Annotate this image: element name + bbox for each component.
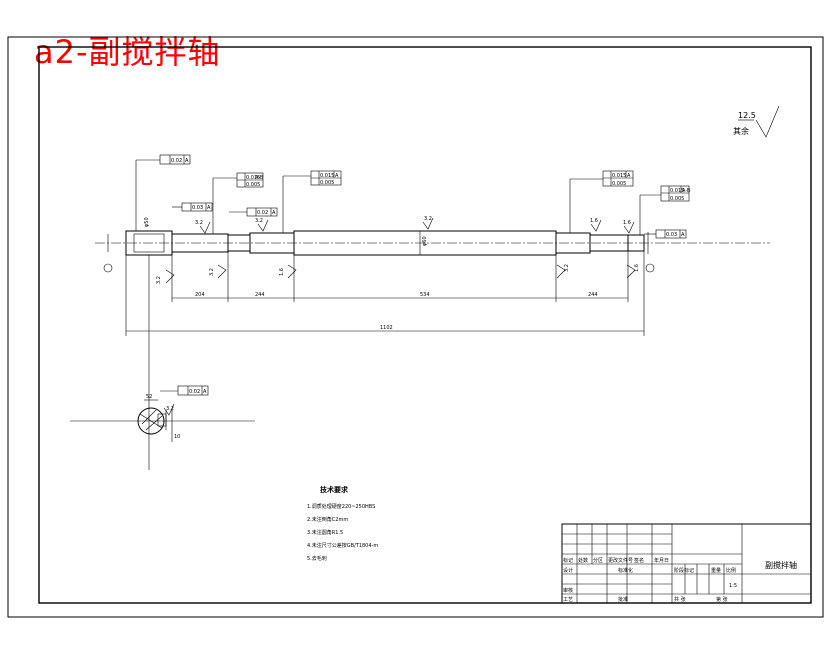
svg-text:标准化: 标准化 — [618, 567, 633, 574]
keyway — [133, 233, 165, 253]
tol-frame-bearing-left: 0.015 A-B 0.005 — [236, 172, 264, 188]
title-block: 标记 处数 分区 更改文件号 签名 年月日 设计 标准化 阶段标记 重量 比例 … — [561, 523, 812, 604]
shaft-roughness-marks: 3.2 3.2 3.2 1.6 1.6 3.2 1.6 3.2 3.2 1.6 — [156, 216, 640, 284]
shaft-body — [125, 230, 645, 256]
svg-text:0.015: 0.015 — [612, 173, 626, 179]
general-roughness: 12.5 其余 — [733, 105, 780, 138]
tol-frame-mid-round: 0.015 A 0.005 — [310, 170, 342, 186]
svg-text:批准: 批准 — [618, 596, 628, 603]
scale-value: 1:5 — [729, 583, 737, 589]
dim-244-left: 244 — [255, 292, 265, 298]
extension-lines — [125, 251, 645, 336]
svg-text:1.6: 1.6 — [623, 220, 631, 226]
svg-text:A: A — [272, 210, 276, 216]
svg-text:A: A — [335, 173, 339, 179]
dimension-lines: 204 244 534 244 1102 — [126, 292, 644, 332]
svg-text:A: A — [203, 389, 207, 395]
svg-text:A: A — [185, 158, 189, 164]
outer-frame — [7, 36, 824, 618]
section-dim-52: 52 — [146, 394, 152, 400]
svg-text:处数: 处数 — [578, 557, 588, 564]
svg-text:2.未注倒角C2mm: 2.未注倒角C2mm — [307, 516, 348, 523]
svg-text:1.6: 1.6 — [634, 264, 640, 272]
dim-total: 1102 — [380, 325, 393, 331]
svg-text:0.015: 0.015 — [320, 173, 334, 179]
dim-204: 204 — [195, 292, 205, 298]
svg-text:1.6: 1.6 — [279, 268, 285, 276]
svg-text:3.2: 3.2 — [195, 220, 203, 226]
svg-text:签名: 签名 — [634, 557, 644, 564]
svg-text:更改文件号: 更改文件号 — [608, 557, 633, 564]
tol-frame-flat-left: 0.03 A — [181, 202, 213, 212]
svg-text:3.2: 3.2 — [166, 406, 174, 412]
dim-534: 534 — [420, 292, 430, 298]
svg-text:年月日: 年月日 — [654, 557, 669, 564]
drawing-title: a2-副搅拌轴 — [34, 33, 221, 71]
svg-text:第 张: 第 张 — [716, 596, 728, 603]
svg-text:5.去毛刺: 5.去毛刺 — [307, 555, 327, 562]
svg-text:1.调质处理硬度220~250HBS: 1.调质处理硬度220~250HBS — [307, 503, 375, 510]
svg-text:A: A — [681, 232, 685, 238]
svg-text:0.02: 0.02 — [171, 158, 182, 164]
svg-text:3.2: 3.2 — [255, 218, 263, 224]
svg-text:A: A — [207, 205, 211, 211]
svg-text:共 张: 共 张 — [674, 596, 686, 603]
svg-text:分区: 分区 — [593, 557, 603, 564]
svg-text:A: A — [627, 173, 631, 179]
dia-label-1: φ50 — [144, 217, 150, 227]
tol-frame-right-flat: 0.03 A — [655, 229, 687, 239]
svg-text:0.005: 0.005 — [612, 181, 626, 187]
svg-text:重量: 重量 — [711, 567, 721, 574]
tol-frame-far-right: 0.015 A-B 0.005 — [660, 185, 691, 202]
part-name: 副搅拌轴 — [765, 560, 797, 570]
svg-text:3.2: 3.2 — [209, 268, 215, 276]
section-view: 52 3.2 10 0.02 A — [70, 385, 255, 442]
svg-text:3.未注圆角R1.5: 3.未注圆角R1.5 — [307, 529, 343, 536]
svg-text:0.015: 0.015 — [246, 175, 260, 181]
datum-left — [103, 263, 113, 273]
svg-text:0.02: 0.02 — [257, 210, 268, 216]
notes-heading: 技术要求 — [320, 485, 349, 494]
svg-text:工艺: 工艺 — [563, 597, 573, 603]
tol-frame-top-left: 0.02 A — [159, 154, 191, 165]
svg-text:设计: 设计 — [563, 567, 573, 574]
roughness-value: 12.5 — [738, 111, 756, 120]
datum-right — [645, 263, 655, 273]
section-dim-10: 10 — [174, 434, 180, 440]
svg-text:0.03: 0.03 — [192, 205, 203, 211]
svg-text:A-B: A-B — [255, 175, 264, 181]
svg-text:标记: 标记 — [563, 557, 573, 564]
tol-frame-flat-mid: 0.02 A — [246, 207, 278, 217]
svg-text:0.005: 0.005 — [670, 196, 684, 202]
svg-text:3.2: 3.2 — [156, 276, 162, 284]
roughness-label: 其余 — [733, 126, 749, 136]
svg-text:比例: 比例 — [726, 567, 736, 574]
svg-text:阶段标记: 阶段标记 — [674, 567, 694, 574]
svg-text:0.02: 0.02 — [189, 389, 200, 395]
svg-text:3.2: 3.2 — [424, 216, 432, 222]
svg-text:1.6: 1.6 — [590, 218, 598, 224]
svg-text:A-B: A-B — [682, 188, 691, 194]
svg-text:4.未注尺寸公差按GB/T1804-m: 4.未注尺寸公差按GB/T1804-m — [307, 542, 378, 549]
svg-text:审核: 审核 — [563, 587, 573, 594]
tol-frame-right: 0.015 A 0.005 — [602, 170, 634, 187]
svg-text:3.2: 3.2 — [564, 264, 570, 272]
svg-text:0.005: 0.005 — [246, 182, 260, 188]
dia-label-2: φ60 — [422, 236, 428, 246]
svg-text:0.015: 0.015 — [670, 188, 684, 194]
svg-text:0.03: 0.03 — [666, 232, 677, 238]
technical-notes: 技术要求 1.调质处理硬度220~250HBS 2.未注倒角C2mm 3.未注圆… — [307, 485, 378, 562]
dim-244-right: 244 — [588, 292, 598, 298]
svg-text:0.005: 0.005 — [320, 180, 334, 186]
inner-frame — [38, 46, 812, 604]
